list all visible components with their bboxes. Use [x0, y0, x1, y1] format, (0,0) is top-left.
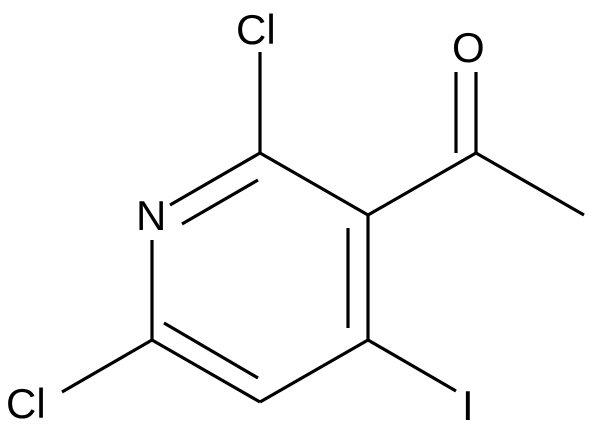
bond-c5-c6-inner: [163, 321, 259, 380]
atom-n-label: N: [136, 192, 166, 239]
bond-c6-cl: [61, 338, 153, 394]
substituent-bonds: [61, 52, 585, 394]
bond-carbonyl-methyl: [475, 151, 585, 217]
atom-cl-top-label: Cl: [236, 6, 276, 53]
atom-cl-bottom-label: Cl: [6, 380, 46, 427]
atom-i-label: I: [462, 382, 474, 428]
bond-c2-c3: [259, 151, 369, 217]
bond-c5-c6: [151, 338, 261, 404]
pyridine-ring: [150, 151, 370, 404]
atom-o-label: O: [452, 24, 485, 71]
bond-n-c2-inner: [181, 178, 259, 226]
bond-n-c2: [169, 151, 261, 207]
bond-c4-c5: [259, 338, 369, 404]
bond-c3-carbonyl: [367, 151, 477, 217]
bond-c4-i: [367, 338, 457, 393]
